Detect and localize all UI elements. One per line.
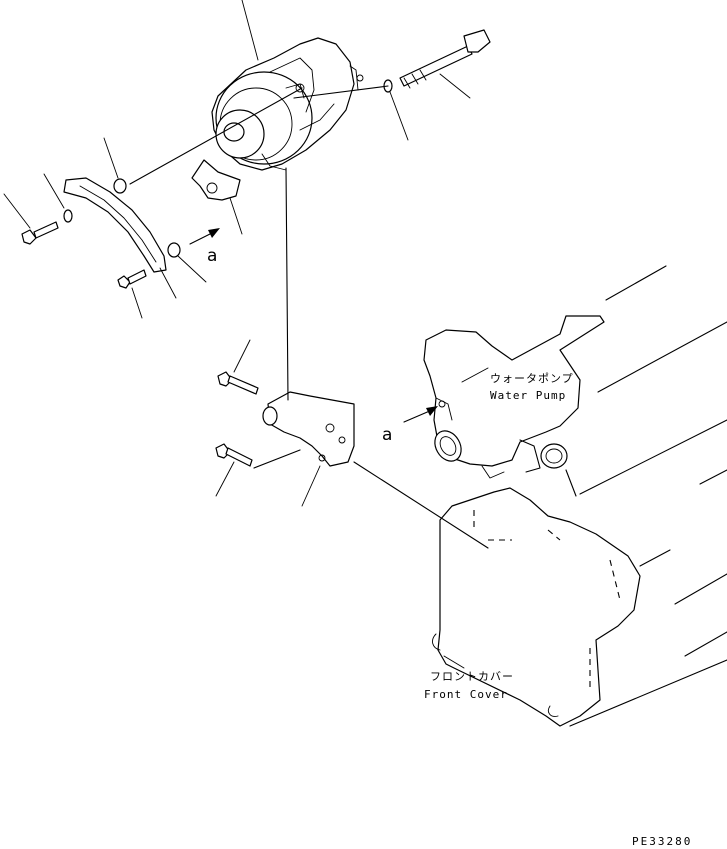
view-arrow-upper <box>189 228 220 245</box>
mounting-bracket <box>262 391 355 467</box>
washer-left <box>63 209 73 223</box>
bracket-bolt-lower <box>215 443 253 467</box>
assembly-line-bolt <box>253 449 301 469</box>
bolt-axis-line <box>129 87 303 185</box>
assembly-line-vertical <box>285 167 289 401</box>
water-pump-label-jp: ウォータポンプ <box>490 372 574 385</box>
nut-strap <box>167 242 181 258</box>
view-arrow-lower <box>403 406 438 423</box>
assembly-line-cover <box>353 461 489 549</box>
adjusting-strap <box>63 177 167 273</box>
long-bolt <box>399 29 491 89</box>
water-pump <box>423 315 605 497</box>
bolt-axis-line-2 <box>293 85 389 99</box>
front-cover <box>432 487 641 727</box>
view-label-lower: a <box>382 425 392 445</box>
view-label-upper: a <box>207 246 217 266</box>
adjusting-bracket <box>191 159 241 201</box>
engine-block <box>569 265 727 727</box>
bolt-left <box>21 221 59 245</box>
front-cover-label-jp: フロントカバー <box>430 670 514 683</box>
drawing-code: PE33280 <box>632 835 692 848</box>
leader-lines <box>3 0 489 669</box>
bracket-bolt-upper <box>217 371 259 395</box>
bolt-strap <box>117 269 147 289</box>
front-cover-label-en: Front Cover <box>424 688 508 701</box>
nut-top <box>113 178 127 194</box>
water-pump-label-en: Water Pump <box>490 389 566 402</box>
alternator <box>211 37 364 171</box>
